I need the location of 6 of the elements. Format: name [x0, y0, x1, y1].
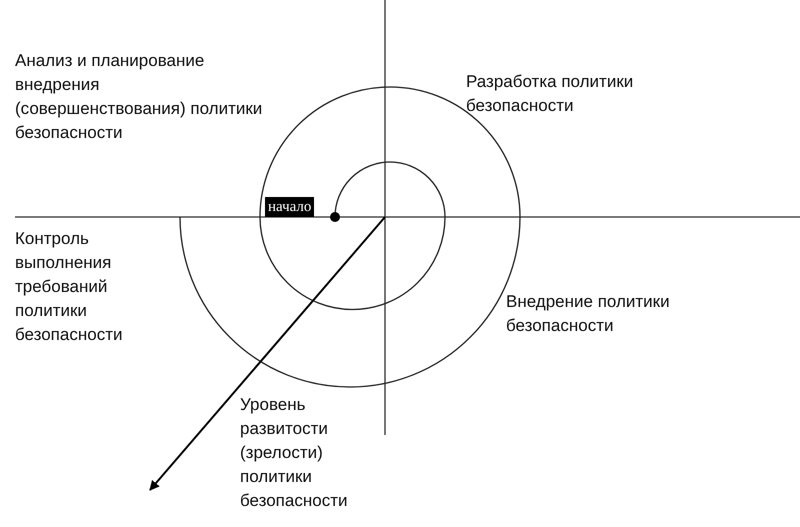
start-label: начало: [265, 197, 314, 217]
quadrant-label: Анализ и планирование внедрения (совершенствования) политики безопасности: [15, 50, 264, 144]
axis-label: Уровень развитости (зрелости) политики безопасности: [240, 394, 345, 512]
quadrant-label: Внедрение политики безопасности: [506, 291, 671, 337]
quadrant-label: Контроль выполнения требований политики безопасности: [15, 228, 124, 346]
quadrant-label: Разработка политики безопасности: [466, 71, 634, 117]
